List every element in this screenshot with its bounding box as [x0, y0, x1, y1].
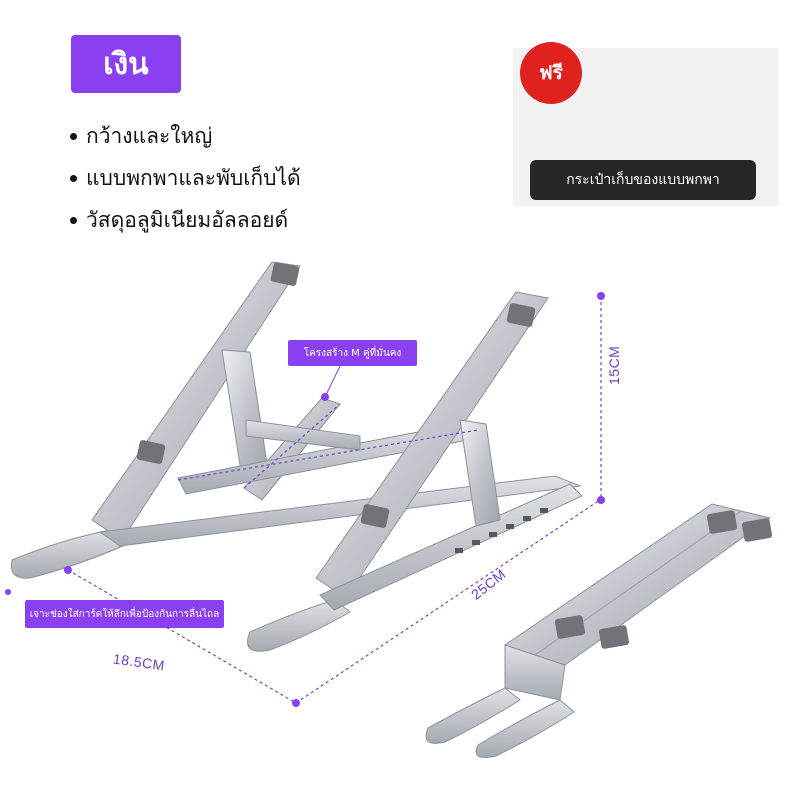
- pouch-caption: กระเป๋าเก็บของแบบพกพา: [530, 160, 756, 200]
- feature-item: วัสดุอลูมิเนียมอัลลอยด์: [70, 202, 301, 244]
- structure-callout: โครงสร้าง M คู่ที่มั่นคง: [288, 340, 417, 366]
- laptop-stand-open-icon: [10, 261, 583, 652]
- feature-item: กว้างและใหญ่: [70, 118, 301, 160]
- color-badge: เงิน: [71, 35, 181, 93]
- laptop-stand-folded-icon: [425, 503, 773, 759]
- feature-item: แบบพกพาและพับเก็บได้: [70, 160, 301, 202]
- feature-list: กว้างและใหญ่ แบบพกพาและพับเก็บได้ วัสดุอ…: [70, 118, 301, 244]
- height-dimension: 15CM: [606, 345, 622, 385]
- callout-leader: [324, 365, 341, 398]
- anti-slip-callout: เจาะช่องใส่การ์ดให้ลึกเพื่อป้องกันการลื่…: [25, 600, 224, 628]
- free-badge: ฟรี: [520, 42, 582, 104]
- dimension-lines: [67, 296, 602, 704]
- dimension-markers: [5, 292, 605, 707]
